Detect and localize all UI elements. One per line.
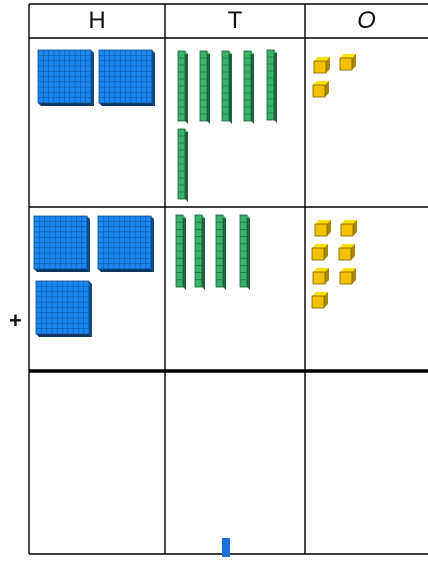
ten-rod-block <box>178 51 188 124</box>
ten-rod-block <box>195 215 205 290</box>
hundred-flat-block <box>99 50 155 106</box>
unit-cube-block <box>313 81 329 97</box>
ten-rod-block <box>216 215 226 290</box>
plus-sign: + <box>9 308 22 334</box>
unit-cube-block <box>340 54 356 70</box>
unit-cube-block <box>339 244 355 260</box>
unit-cube-block <box>312 292 328 308</box>
unit-cube-block <box>341 220 357 236</box>
ten-rod-block <box>222 51 232 124</box>
header-ones: O <box>305 4 428 38</box>
hundred-flat-block <box>98 216 154 272</box>
hundred-flat-block <box>36 281 92 337</box>
ten-rod-block <box>176 215 186 290</box>
ten-rod-block <box>178 129 188 202</box>
header-hundreds: H <box>29 4 165 38</box>
unit-cube-block <box>340 268 356 284</box>
unit-cube-block <box>315 220 331 236</box>
header-tens: T <box>165 4 305 38</box>
hundred-flat-block <box>38 50 94 106</box>
ten-rod-block <box>200 51 210 124</box>
unit-cube-block <box>313 268 329 284</box>
hundred-flat-block <box>34 216 90 272</box>
unit-cube-block <box>312 244 328 260</box>
ten-rod-block <box>244 51 254 124</box>
partial-block-marker <box>222 538 230 557</box>
unit-cube-block <box>314 57 330 73</box>
ten-rod-block <box>240 215 250 290</box>
ten-rod-block <box>267 50 277 123</box>
